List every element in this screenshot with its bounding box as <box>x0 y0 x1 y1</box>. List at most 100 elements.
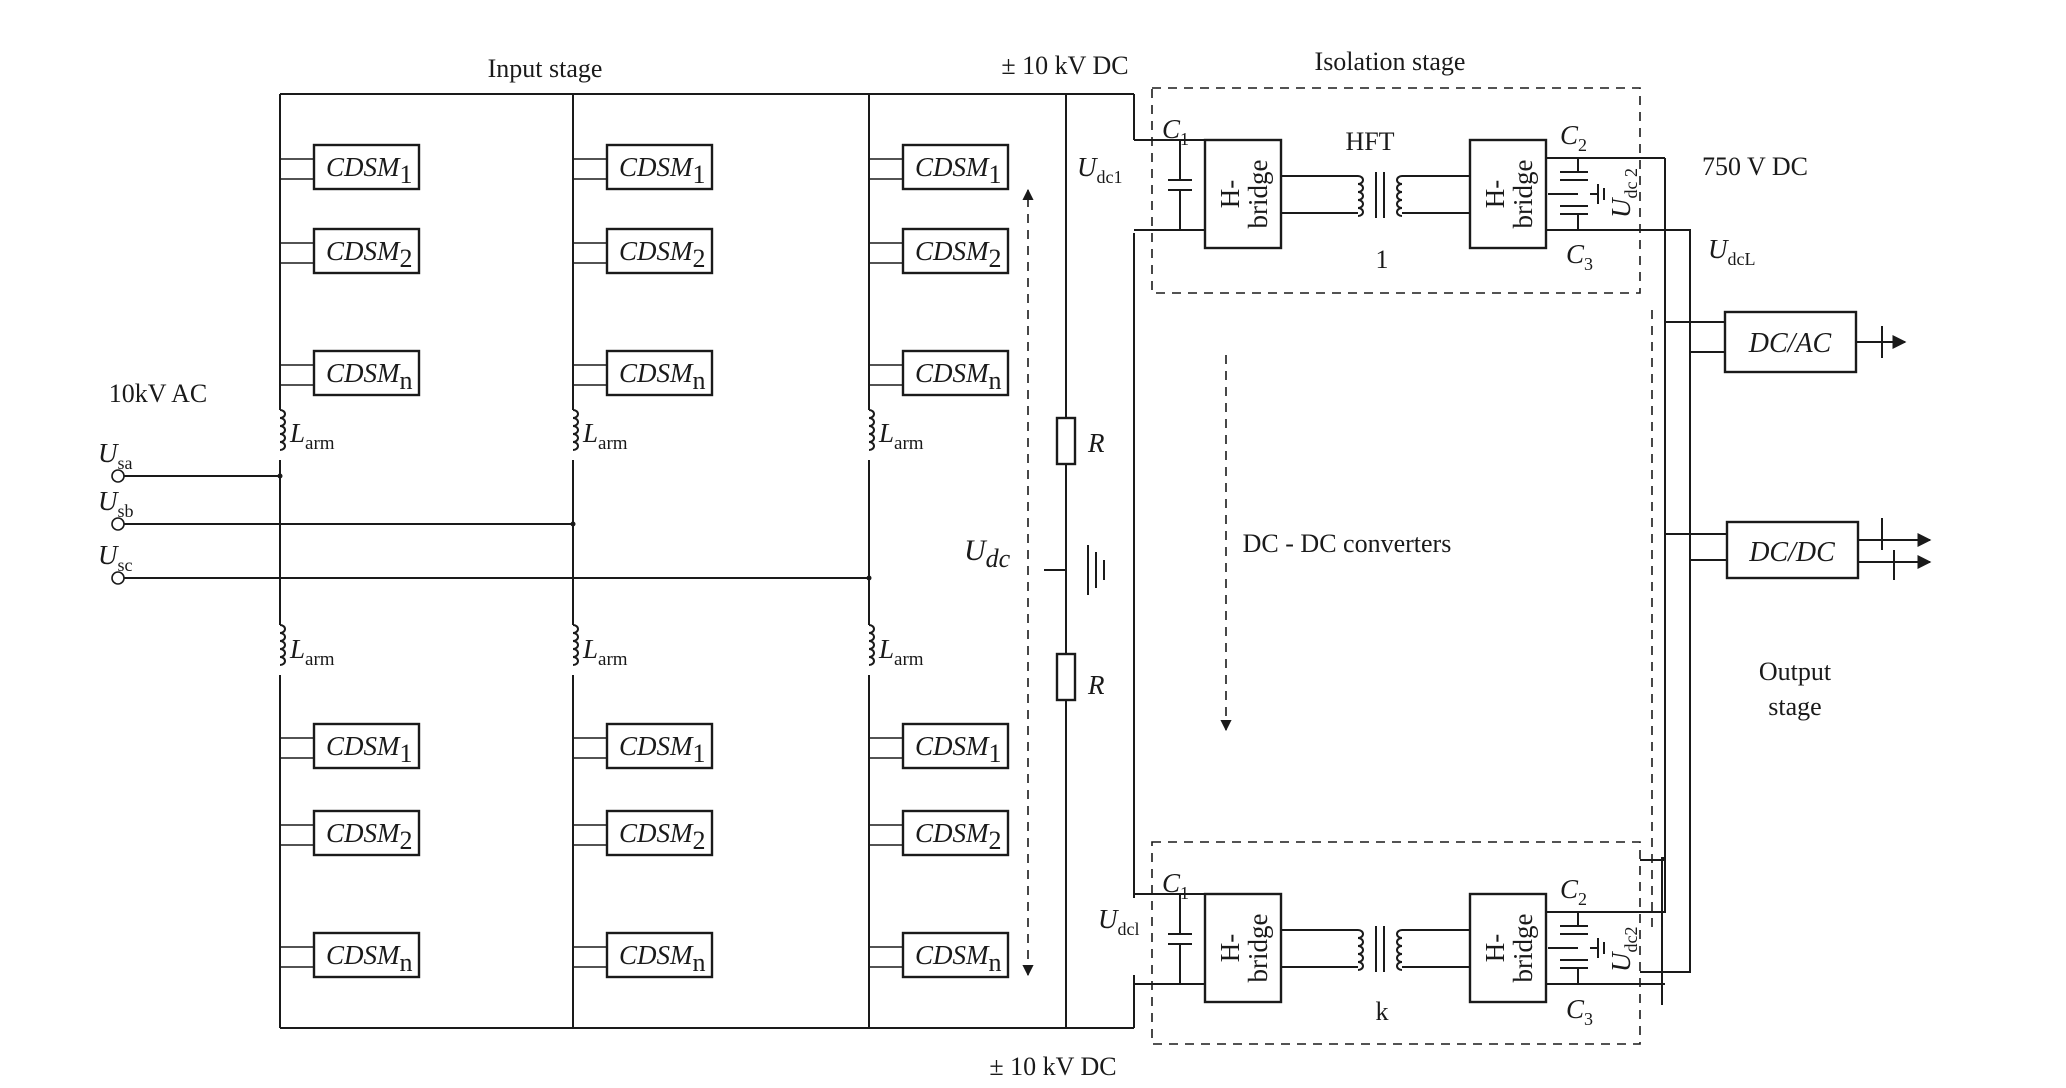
c3-label: C3 <box>1566 994 1593 1029</box>
lv-dc-voltage-label: 750 V DC <box>1702 152 1808 181</box>
lower-arm-inductor-label: Larm <box>582 634 628 670</box>
udc-label: Udc <box>964 534 1011 573</box>
cdsm-submodule-box <box>312 143 421 191</box>
cdsm-submodule-box <box>312 931 421 979</box>
h-bridge-primary-label: H-bridge <box>1215 159 1273 228</box>
junction-dot <box>570 521 576 527</box>
cdsm-submodule-label: CDSM2 <box>915 236 1002 273</box>
cdsm-submodule-label: CDSMn <box>619 358 706 395</box>
c3-label: C3 <box>1566 239 1593 274</box>
lower-arm-inductor <box>868 624 875 666</box>
dc-bottom-voltage-label: ± 10 kV DC <box>989 1052 1116 1081</box>
cdsm-submodule-box <box>605 809 714 857</box>
output-stage-label-line1: Output <box>1759 657 1832 686</box>
c2-label: C2 <box>1560 874 1587 909</box>
input-stage-label: Input stage <box>488 54 603 83</box>
upper-resistor-label: R <box>1087 428 1105 458</box>
cdsm-submodule-label: CDSM2 <box>619 236 706 273</box>
hft-secondary-winding <box>1396 929 1403 971</box>
h-bridge-secondary <box>1468 892 1548 1004</box>
dc-ac-converter-label: DC/AC <box>1748 328 1832 359</box>
c2-label: C2 <box>1560 120 1587 155</box>
dc-dc-converter-box <box>1725 520 1860 580</box>
output-stage-label-line2: stage <box>1768 692 1821 721</box>
cdsm-submodule-label: CDSM1 <box>326 152 413 189</box>
lower-arm-inductor <box>279 624 286 666</box>
c1-label: C1 <box>1162 868 1189 903</box>
cdsm-submodule-label: CDSM1 <box>326 731 413 768</box>
junction-dot <box>277 473 283 479</box>
cdsm-submodule-box <box>605 722 714 770</box>
phase-label-sa: Usa <box>98 438 133 473</box>
cdsm-submodule-box <box>901 722 1010 770</box>
lower-arm-inductor-label: Larm <box>289 634 335 670</box>
cdsm-submodule-box <box>901 931 1010 979</box>
cdsm-submodule-label: CDSM2 <box>915 818 1002 855</box>
input-stage-group: CDSM1CDSM2CDSMnCDSM1CDSM2CDSMnLarmLarmCD… <box>98 93 1134 1029</box>
cdsm-submodule-label: CDSM1 <box>915 152 1002 189</box>
module-index-label: k <box>1376 997 1389 1026</box>
udc2-label: Udc 2 <box>1606 168 1641 218</box>
cdsm-submodule-label: CDSMn <box>915 940 1002 977</box>
lower-resistor <box>1055 652 1077 702</box>
udc1-label: Udcl <box>1098 904 1140 939</box>
dc-ac-converter-box <box>1723 310 1858 374</box>
h-bridge-secondary-label: H-bridge <box>1480 913 1538 982</box>
cdsm-submodule-label: CDSM2 <box>326 818 413 855</box>
cdsm-submodule-box <box>312 227 421 275</box>
upper-arm-inductor <box>572 409 579 451</box>
udcl-label: UdcL <box>1708 234 1755 269</box>
cdsm-submodule-box <box>901 143 1010 191</box>
upper-arm-inductor <box>279 409 286 451</box>
lower-resistor-label: R <box>1087 670 1105 700</box>
cdsm-submodule-label: CDSMn <box>326 358 413 395</box>
phase-label-sb: Usb <box>98 486 134 521</box>
phase-label-sc: Usc <box>98 540 133 575</box>
cdsm-submodule-label: CDSMn <box>326 940 413 977</box>
cdsm-submodule-label: CDSM1 <box>915 731 1002 768</box>
c1-label: C1 <box>1162 114 1189 149</box>
isolation-module-outline <box>1151 841 1641 1045</box>
h-bridge-secondary-label: H-bridge <box>1480 159 1538 228</box>
upper-resistor <box>1055 416 1077 466</box>
dc-dc-converters-label: DC - DC converters <box>1243 529 1452 558</box>
junction-dot <box>866 575 872 581</box>
dc-top-voltage-label: ± 10 kV DC <box>1001 51 1128 80</box>
cdsm-submodule-box <box>901 809 1010 857</box>
dc-dc-converter-label: DC/DC <box>1748 537 1835 568</box>
h-bridge-primary-label: H-bridge <box>1215 913 1273 982</box>
cdsm-submodule-box <box>312 349 421 397</box>
lower-arm-inductor <box>572 624 579 666</box>
cdsm-submodule-label: CDSM2 <box>619 818 706 855</box>
isolation-module-outline <box>1151 87 1641 294</box>
isolation-stage-label: Isolation stage <box>1315 47 1466 76</box>
cdsm-submodule-box <box>605 227 714 275</box>
upper-arm-inductor-label: Larm <box>878 418 924 454</box>
cdsm-submodule-label: CDSM2 <box>326 236 413 273</box>
hft-label: HFT <box>1345 127 1394 156</box>
cdsm-submodule-label: CDSM1 <box>619 152 706 189</box>
cdsm-submodule-label: CDSMn <box>915 358 1002 395</box>
udc1-label: Udc1 <box>1077 152 1123 187</box>
cdsm-submodule-box <box>312 809 421 857</box>
cdsm-submodule-box <box>901 349 1010 397</box>
h-bridge-primary <box>1203 892 1283 1004</box>
cdsm-submodule-box <box>605 349 714 397</box>
hft-secondary-winding <box>1396 175 1403 217</box>
upper-arm-inductor-label: Larm <box>582 418 628 454</box>
cdsm-submodule-box <box>312 722 421 770</box>
cdsm-submodule-label: CDSM1 <box>619 731 706 768</box>
cdsm-submodule-box <box>605 931 714 979</box>
cdsm-submodule-box <box>605 143 714 191</box>
hft-primary-winding <box>1357 929 1364 971</box>
output-stage-group: UdcL DC/AC DC/DC <box>1640 158 1932 1005</box>
h-bridge-secondary <box>1468 138 1548 250</box>
h-bridge-primary <box>1203 138 1283 250</box>
